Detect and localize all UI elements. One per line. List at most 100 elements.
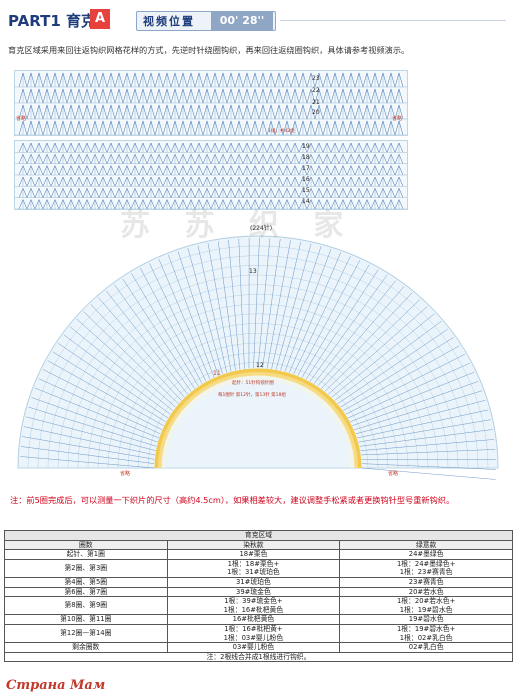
table-cell-line: 39#琉金色	[236, 587, 271, 596]
table-cell-round: 第2圈、第3圈	[4, 558, 168, 578]
yoke-left-label: 省略	[120, 471, 131, 477]
yoke-chart	[0, 218, 517, 480]
table-cell-line: 18#栗色	[239, 550, 268, 559]
table-row: 第6圈、第7圈 39#琉金色 20#若水色	[4, 586, 513, 598]
video-label: 视频位置	[143, 15, 195, 28]
table-cell-line: 1根：31#琥珀色	[227, 568, 280, 577]
table-cell-green: 02#乳白色	[339, 642, 513, 653]
table-cell-line: 1根：18#栗色+	[227, 559, 280, 568]
chart1-row-20: 20	[312, 109, 320, 116]
chart2-row-17: 17	[302, 165, 310, 172]
yoke-inner-band	[154, 368, 362, 469]
table-cell-line: 1根：20#若水色+	[396, 597, 456, 606]
table-cell-line: 1根：16#枇杷黄色	[223, 605, 284, 614]
chart1-right-label: 省略	[392, 116, 403, 122]
chart2-row-15: 15	[302, 187, 310, 194]
table-cell-line: 23#赛青色	[408, 577, 444, 586]
table-cell-green: 24#墨绿色	[339, 549, 513, 560]
table-cell-autumn: 03#婴儿粉色	[166, 642, 341, 653]
yoke-row-11: 11	[213, 370, 221, 377]
table-cell-line: 02#乳白色	[408, 643, 444, 652]
table-cell-line: 19#碧水色	[408, 615, 444, 624]
chart2-row-19: 19	[302, 143, 310, 150]
table-cell-line: 03#婴儿粉色	[232, 643, 275, 652]
yarn-color-table: 育克区域 圈数 染秋款 绿意款 起针、第1圈 18#栗色 24#墨绿色第2圈、第3圈…	[4, 530, 513, 663]
table-cell-green: 1根：19#碧水色+1根：02#乳白色	[339, 623, 513, 644]
table-cell-round: 第12圈—第14圈	[4, 623, 168, 644]
table-cell-autumn: 1根：18#栗色+1根：31#琥珀色	[166, 558, 341, 578]
table-cell-line: 1根：23#赛青色	[399, 568, 453, 577]
part-title: PART1 育克	[8, 12, 96, 30]
table-cell-line: 16#枇杷黄色	[232, 615, 275, 624]
table-cell-autumn: 1根：39#琉金色+1根：16#枇杷黄色	[166, 596, 341, 616]
table-cell-autumn: 1根：16#枇杷黄+1根：03#婴儿粉色	[166, 623, 341, 644]
table-cell-autumn: 39#琉金色	[166, 586, 341, 598]
table-cell-round: 第4圈、第5圈	[4, 576, 168, 588]
yoke-chart-svg	[17, 235, 499, 480]
table-row: 第10圈、第11圈 16#枇杷黄色 19#碧水色	[4, 614, 513, 625]
table-cell-line: 20#若水色	[408, 587, 444, 596]
table-row: 起针、第1圈 18#栗色 24#墨绿色	[4, 549, 513, 560]
table-cell-green: 20#若水色	[339, 586, 513, 598]
table-cell-autumn: 31#琥珀色	[166, 576, 341, 588]
intro-text: 育克区域采用来回往返钩织网格花样的方式，先逆时针绕圈钩织，再来回往返绕圈钩织，具…	[8, 45, 410, 55]
table-cell-line: 1根：19#碧水色+	[396, 624, 456, 633]
watermark: 苏 苏 织 家	[120, 208, 356, 243]
table-footnote: 注：2根线合并成1根线进行钩织。	[4, 651, 513, 663]
stitch-chart-rows-20-23	[14, 70, 408, 136]
chart1-row-22: 22	[312, 87, 320, 94]
part-header: PART1 育克 A 视频位置 00' 28''	[8, 6, 508, 34]
stitch-chart-rows-14-19	[14, 140, 408, 210]
table-cell-round: 第8圈、第9圈	[4, 596, 168, 616]
table-cell-green: 1根：20#若水色+1根：19#碧水色	[339, 596, 513, 616]
table-cell-line: 1根：39#琉金色+	[224, 597, 283, 606]
yoke-row-12: 12	[256, 362, 264, 369]
table-header-round: 圈数	[4, 539, 168, 551]
footer-logo: Страна Мам	[6, 678, 106, 693]
table-footnote-row: 注：2根线合并成1根线进行钩织。	[4, 651, 513, 663]
table-cell-line: 1根：03#婴儿粉色	[223, 633, 284, 642]
stitch-chart-2-svg	[15, 142, 407, 209]
video-time: 00' 28''	[211, 12, 273, 30]
table-header-row: 圈数 染秋款 绿意款	[4, 539, 513, 551]
table-cell-line: 1根：24#墨绿色+	[396, 559, 456, 568]
chart1-left-label: 省略	[16, 116, 27, 122]
part-badge: A	[90, 9, 110, 29]
yoke-right-label: 省略	[388, 471, 399, 477]
table-cell-round: 剩余圈数	[4, 642, 168, 653]
header-divider	[280, 20, 506, 21]
table-header-autumn: 染秋款	[166, 539, 341, 551]
yoke-stitch-count: (224针)	[250, 225, 273, 232]
table-title: 育克区域	[4, 530, 513, 541]
table-cell-green: 19#碧水色	[339, 614, 513, 625]
table-cell-autumn: 16#枇杷黄色	[166, 614, 341, 625]
table-cell-green: 1根：24#墨绿色+1根：23#赛青色	[339, 558, 513, 578]
table-cell-line: 24#墨绿色	[408, 550, 444, 559]
yoke-row-13: 13	[249, 268, 257, 275]
table-cell-autumn: 18#栗色	[166, 549, 341, 560]
chart2-row-14: 14	[302, 198, 310, 205]
table-cell-line: 31#琥珀色	[236, 577, 271, 586]
table-header-green: 绿意款	[339, 539, 513, 551]
chart2-row-18: 18	[302, 154, 310, 161]
table-row: 剩余圈数 03#婴儿粉色 02#乳白色	[4, 642, 513, 653]
yoke-inner-note-2: 起针：51针钩锁针圈	[232, 381, 274, 386]
measurement-note: 注：前5圈完成后，可以测量一下织片的尺寸（高约4.5cm），如果相差较大，建议调…	[10, 495, 455, 505]
chart1-row-23: 23	[312, 75, 320, 82]
table-cell-round: 起针、第1圈	[4, 549, 168, 560]
chart2-row-16: 16	[302, 176, 310, 183]
chart1-row-21: 21	[312, 99, 320, 106]
chart1-bottom-note: 1组，共42组	[268, 129, 295, 134]
stitch-chart-1-svg	[15, 72, 407, 135]
table-cell-round: 第10圈、第11圈	[4, 614, 168, 625]
table-title-row: 育克区域	[4, 530, 513, 541]
table-cell-round: 第6圈、第7圈	[4, 586, 168, 598]
yoke-inner-note-1: 每1圈针 第12针，第13针 第18组	[218, 393, 286, 398]
table-cell-green: 23#赛青色	[339, 576, 513, 588]
table-cell-line: 1根：19#碧水色	[399, 605, 453, 614]
table-cell-line: 1根：02#乳白色	[399, 633, 453, 642]
